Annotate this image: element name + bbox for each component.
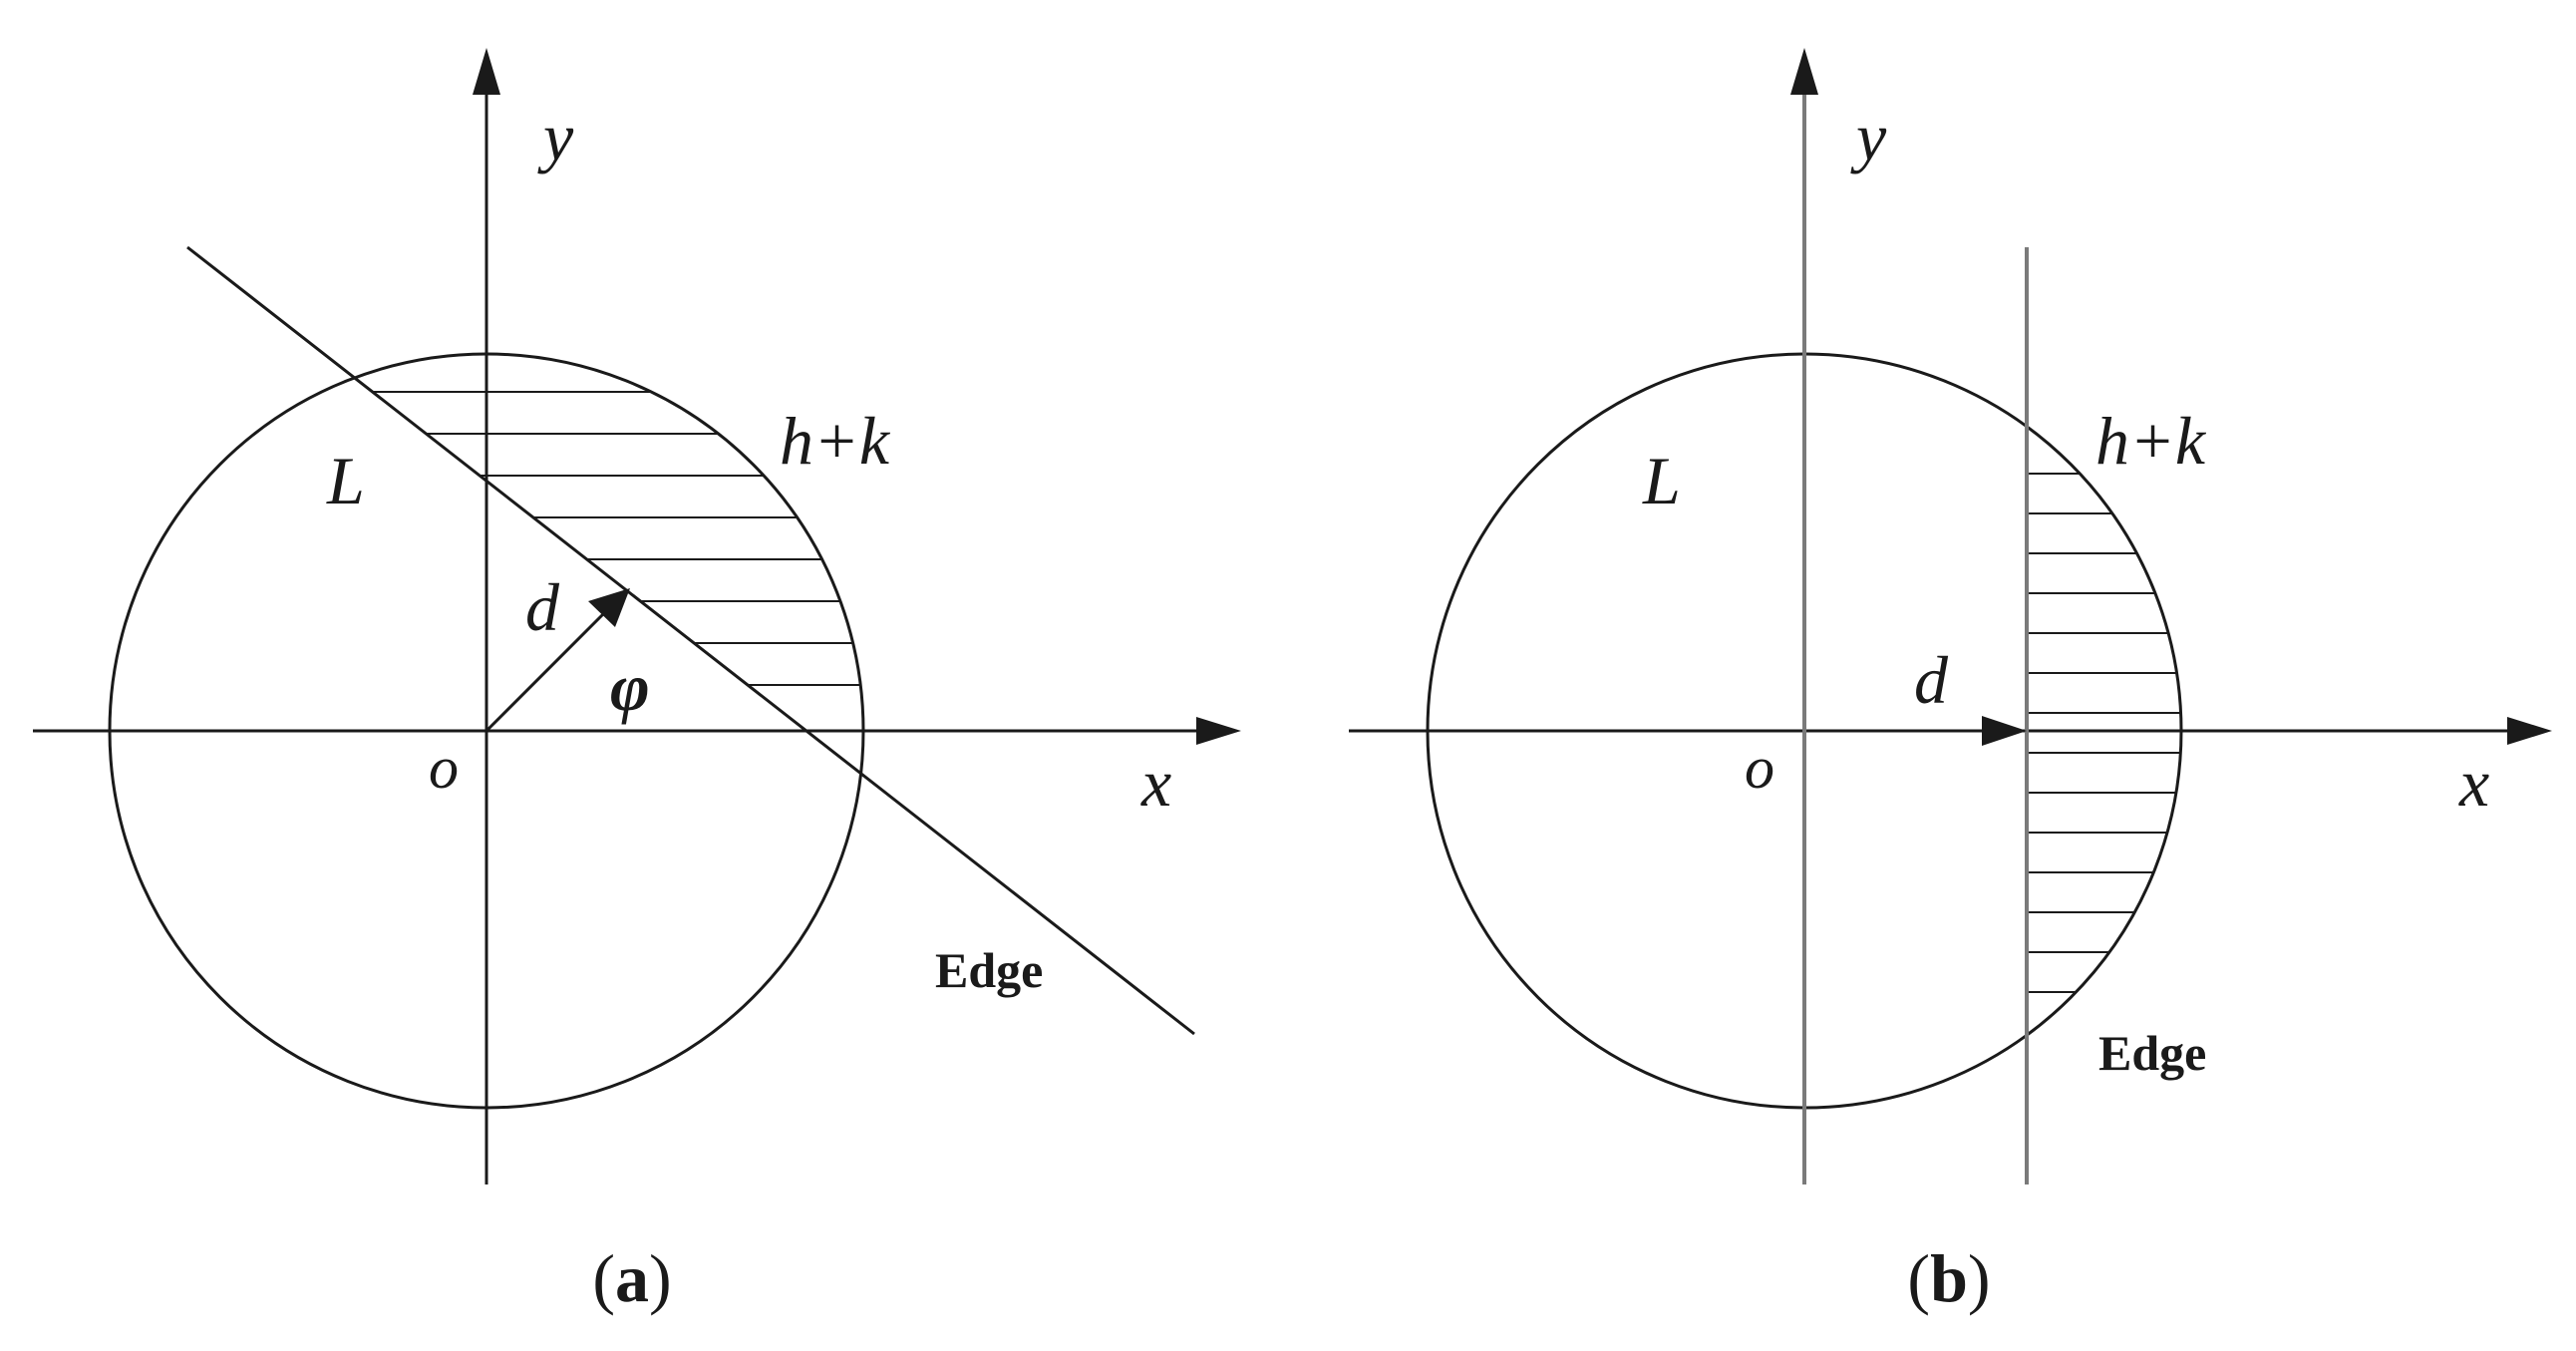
panel-a-caption: (a) (592, 1240, 671, 1316)
panel-a-shaded-label: h+k (780, 403, 891, 479)
panel-a-y-axis-arrow (473, 48, 500, 95)
panel-a-angle-label: φ (610, 649, 650, 725)
panel-b-hatch-lines (2027, 473, 2181, 993)
panel-a-y-axis-label: y (537, 99, 574, 174)
panel-b: y x o L h+k d Edge (b) (1349, 48, 2552, 1316)
panel-b-hatched-segment (2027, 473, 2181, 993)
panel-a-region-label: L (326, 443, 365, 518)
panel-a-origin-label: o (429, 735, 459, 801)
panel-b-x-axis-label: x (2458, 745, 2489, 821)
panel-a-hatch-lines (372, 391, 861, 686)
panel-b-y-axis-arrow (1790, 48, 1818, 95)
panel-b-distance-arrowhead (1982, 716, 2027, 746)
panel-a-edge-label: Edge (935, 942, 1043, 998)
panel-b-distance-label: d (1914, 642, 1949, 718)
panel-b-edge-label: Edge (2098, 1025, 2206, 1081)
panel-b-shaded-label: h+k (2095, 403, 2207, 479)
panel-a-distance-label: d (525, 569, 560, 645)
panel-a-x-axis-label: x (1140, 745, 1171, 821)
panel-a-hatched-segment (372, 391, 861, 686)
panel-a-x-axis-arrow (1196, 717, 1241, 745)
panel-b-y-axis-label: y (1850, 99, 1887, 174)
panel-b-region-label: L (1642, 443, 1681, 518)
panel-a-distance-arrowhead (588, 588, 630, 627)
panel-a-distance-vector (484, 609, 608, 733)
panel-b-origin-label: o (1745, 735, 1774, 801)
panel-b-x-axis-arrow (2507, 717, 2552, 745)
panel-a-edge-line (186, 245, 1195, 1036)
panel-b-caption: (b) (1907, 1240, 1990, 1316)
panel-a: y x o L h+k d φ Edge (a) (33, 48, 1241, 1316)
